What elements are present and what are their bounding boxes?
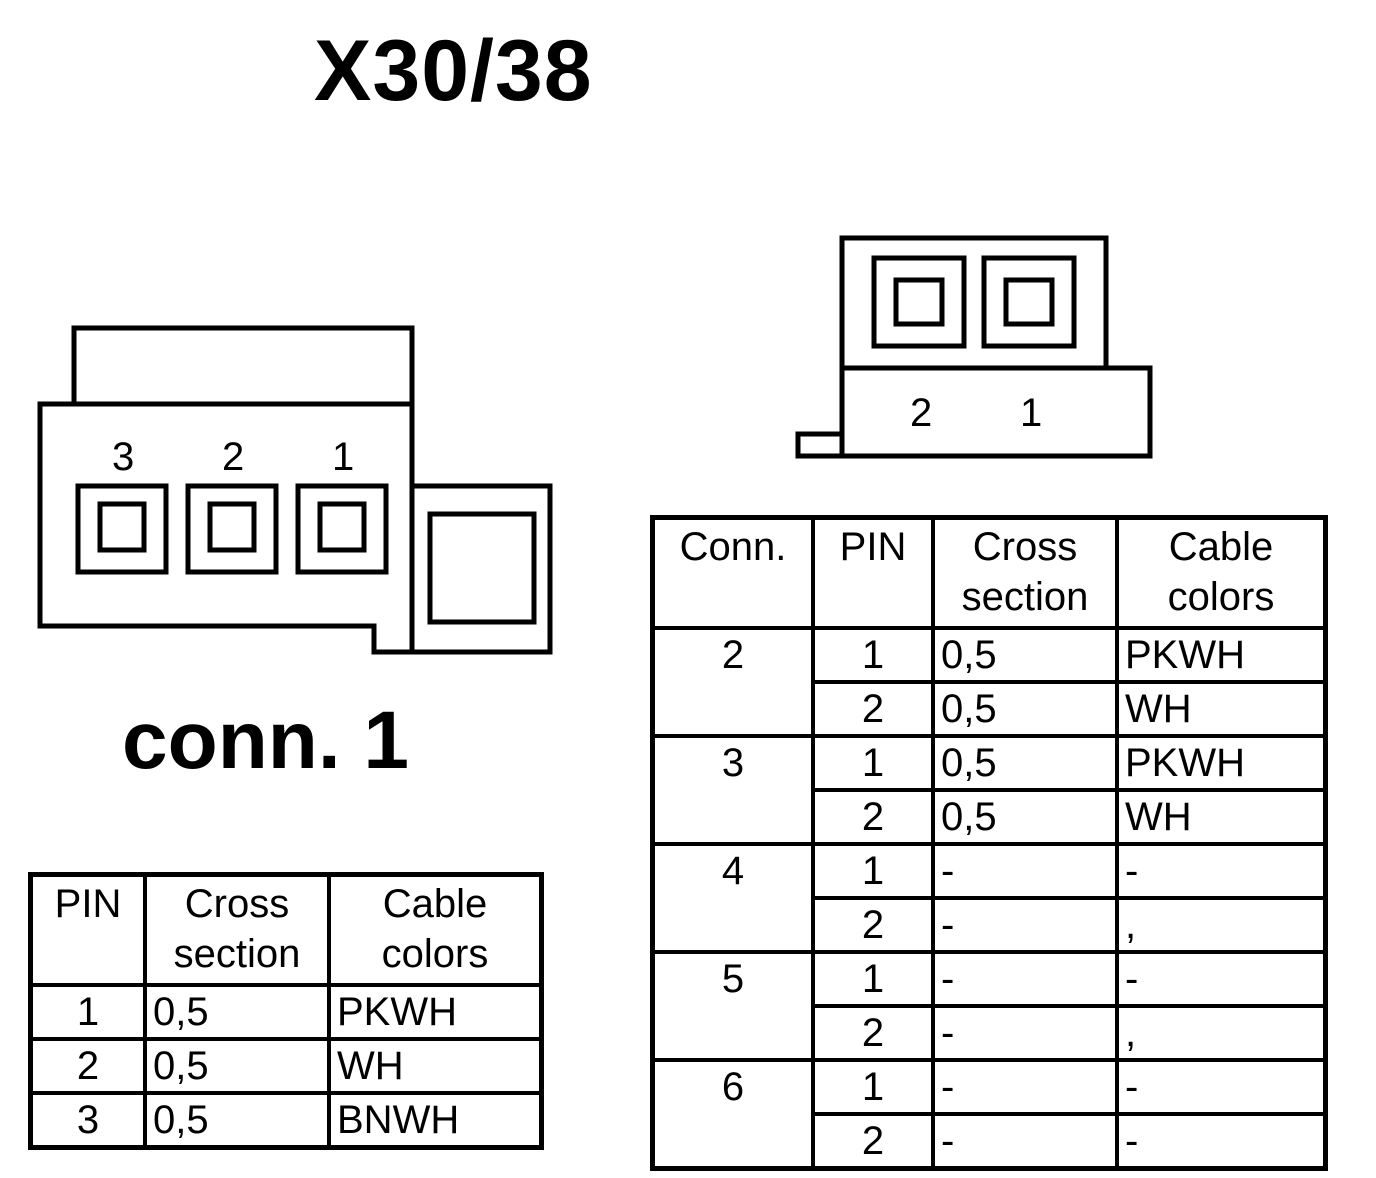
cell-cable-color: PKWH [1115,626,1328,684]
table-row: 2 - , [653,1004,1328,1062]
connector-1-pin-3-contact [97,501,147,553]
cell-cross-section: 0,5 [931,626,1119,684]
cell-cable-color: , [1115,896,1328,954]
header-cable-line1: Cable [1168,525,1274,569]
cell-cross-section: 0,5 [931,788,1119,846]
table-row: 3 0,5 BNWH [28,1091,544,1150]
header-cable-colors: Cable colors [1115,515,1328,630]
cell-pin: 2 [811,788,935,846]
cell-pin: 2 [811,680,935,738]
cell-cable-color: WH [1115,680,1328,738]
cell-pin: 2 [28,1037,147,1095]
header-cable-line1: Cable [382,882,488,926]
table-row: 2 0,5 WH [28,1037,544,1095]
cell-cross-section: - [931,1058,1119,1116]
header-cross-section: Cross section [143,872,331,987]
connector-2-pin-label: 1 [1020,391,1042,435]
cell-cross-section: - [931,1004,1119,1062]
cell-cross-section: 0,5 [143,983,331,1041]
cell-cable-color: PKWH [1115,734,1328,792]
cell-conn: 4 [650,842,815,954]
table-row: 5 1 - - [650,950,1328,1062]
header-cable-colors: Cable colors [327,872,544,987]
connector-group-pin-table: Conn. PIN Cross section Cable colors 2 1… [650,515,1328,1171]
connector-1-pin-label: 1 [332,435,354,479]
cell-cable-color: , [1115,1004,1328,1062]
cell-cross-section: - [931,950,1119,1008]
header-cross-line2: section [961,575,1089,619]
connector-2-base [839,365,1153,459]
connector-2-pin-label: 2 [910,391,932,435]
cell-pin: 2 [811,1004,935,1062]
connector-2-pin-2-contact [893,277,945,327]
cell-cable-color: - [1115,1058,1328,1116]
header-pin-text: PIN [839,525,907,569]
cell-pin: 1 [28,983,147,1041]
header-conn: Conn. [650,515,815,630]
header-cross-section: Cross section [931,515,1119,630]
header-pin-text: PIN [54,882,122,926]
table-row: 2 0,5 WH [653,680,1328,738]
cell-pin: 1 [811,842,935,900]
header-pin: PIN [28,872,147,987]
header-cable-line2: colors [381,932,489,976]
connector-2-pin-1-contact [1003,277,1055,327]
connector-1-pin-label: 3 [112,435,134,479]
table-row: 2 - , [653,896,1328,954]
cell-pin: 1 [811,734,935,792]
cell-cable-color: - [1115,842,1328,900]
connector-1-pin-label: 2 [222,435,244,479]
cell-pin: 1 [811,626,935,684]
connector-2-tab [795,431,845,459]
table-header-row: PIN Cross section Cable colors [28,872,544,987]
connector-1-latch [71,325,415,411]
cell-cable-color: - [1115,1112,1328,1171]
connector-1-side-window [427,511,537,625]
cell-pin: 2 [811,1112,935,1171]
cell-cross-section: - [931,896,1119,954]
header-cross-line2: section [173,932,301,976]
cell-cross-section: 0,5 [931,734,1119,792]
connector-1-pin-table: PIN Cross section Cable colors 1 0,5 PKW… [28,872,544,1150]
header-conn-text: Conn. [679,525,787,569]
cell-cross-section: - [931,842,1119,900]
table-row: 2 - - [653,1112,1328,1171]
cell-cross-section: - [931,1112,1119,1171]
table-row: 1 0,5 PKWH [28,983,544,1041]
diagram-title: X30/38 [314,23,593,119]
cell-cable-color: - [1115,950,1328,1008]
cell-pin: 1 [811,1058,935,1116]
connector-1-drawing: 3 2 1 [37,325,553,655]
table-row: 2 1 0,5 PKWH [650,626,1328,738]
cell-pin: 1 [811,950,935,1008]
cell-conn: 5 [650,950,815,1062]
header-cable-line2: colors [1167,575,1275,619]
cell-cable-color: BNWH [327,1091,544,1150]
connector-2-pin-2-cavity [871,255,967,349]
header-cross-line1: Cross [972,525,1078,569]
cell-cross-section: 0,5 [143,1037,331,1095]
connector-2-drawing: 2 1 [795,235,1153,459]
cell-cross-section: 0,5 [143,1091,331,1150]
cell-pin: 2 [811,896,935,954]
table-header-row: Conn. PIN Cross section Cable colors [650,515,1328,630]
table-row: 3 1 0,5 PKWH [650,734,1328,846]
header-cross-line1: Cross [184,882,290,926]
table-row: 2 0,5 WH [653,788,1328,846]
cell-pin: 3 [28,1091,147,1150]
header-pin: PIN [811,515,935,630]
connector-1-pin-2-contact [207,501,257,553]
table-row: 6 1 - - [650,1058,1328,1171]
cell-cable-color: WH [327,1037,544,1095]
cell-conn: 6 [650,1058,815,1171]
cell-cross-section: 0,5 [931,680,1119,738]
cell-cable-color: WH [1115,788,1328,846]
connector-1-label: conn. 1 [122,695,410,786]
connector-1-pin-1-contact [317,501,367,553]
cell-conn: 3 [650,734,815,846]
cell-cable-color: PKWH [327,983,544,1041]
cell-conn: 2 [650,626,815,738]
table-row: 4 1 - - [650,842,1328,954]
